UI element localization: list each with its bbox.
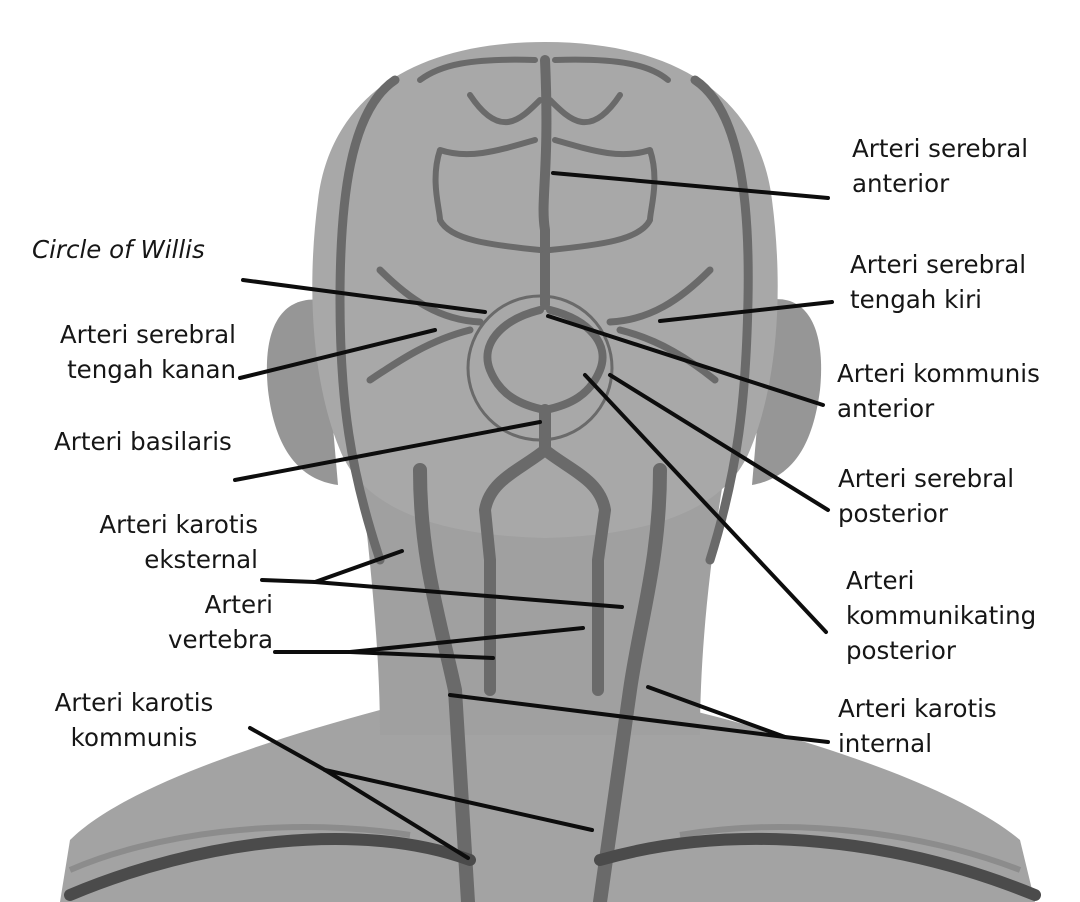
anterior-cerebral-artery [544,60,547,305]
label-middle-cerebral-right: Arteri serebral tengah kanan [14,318,236,388]
label-middle-cerebral-left-line1: Arteri serebral [850,248,1026,283]
label-posterior-cerebral-line2: posterior [838,497,1014,532]
label-common-carotid-line2: kommunis [36,721,232,756]
label-circle-of-willis: Circle of Willis [32,233,205,268]
label-vertebral-line2: vertebra [130,623,273,658]
label-internal-carotid: Arteri karotis internal [838,692,997,762]
label-vertebral-line1: Arteri [130,588,273,623]
label-internal-carotid-line2: internal [838,727,997,762]
label-basilar: Arteri basilaris [54,425,232,460]
label-posterior-communicating: Arteri kommunikating posterior [846,564,1036,668]
label-anterior-cerebral: Arteri serebral anterior [852,132,1028,202]
label-anterior-cerebral-line1: Arteri serebral [852,132,1028,167]
label-anterior-cerebral-line2: anterior [852,167,1028,202]
label-middle-cerebral-right-line2: tengah kanan [14,353,236,388]
label-common-carotid: Arteri karotis kommunis [36,686,232,756]
label-external-carotid: Arteri karotis eksternal [60,508,258,578]
label-anterior-communicating-line2: anterior [837,392,1040,427]
label-middle-cerebral-left: Arteri serebral tengah kiri [850,248,1026,318]
label-external-carotid-line1: Arteri karotis [60,508,258,543]
label-middle-cerebral-right-line1: Arteri serebral [14,318,236,353]
leader-external-carotid-a [262,580,315,582]
label-posterior-cerebral-line1: Arteri serebral [838,462,1014,497]
label-anterior-communicating-line1: Arteri kommunis [837,357,1040,392]
label-posterior-cerebral: Arteri serebral posterior [838,462,1014,532]
label-internal-carotid-line1: Arteri karotis [838,692,997,727]
label-common-carotid-line1: Arteri karotis [36,686,232,721]
label-anterior-communicating: Arteri kommunis anterior [837,357,1040,427]
label-posterior-communicating-line1: Arteri [846,564,1036,599]
label-external-carotid-line2: eksternal [60,543,258,578]
label-vertebral: Arteri vertebra [130,588,273,658]
label-middle-cerebral-left-line2: tengah kiri [850,283,1026,318]
label-posterior-communicating-line2: kommunikating [846,599,1036,634]
label-posterior-communicating-line3: posterior [846,634,1036,669]
